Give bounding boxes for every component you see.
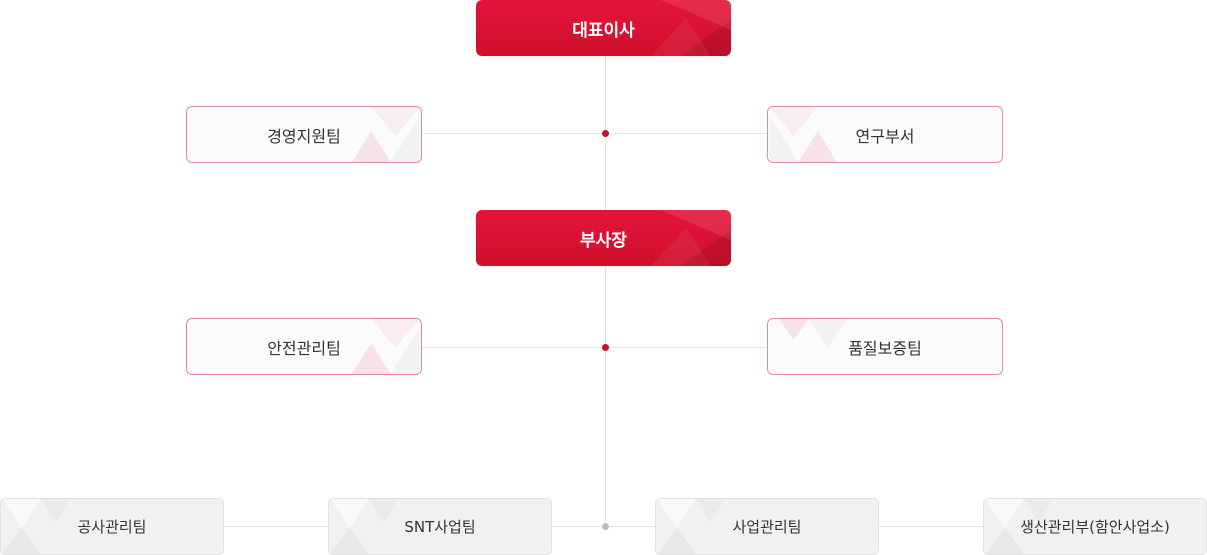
team-label: 사업관리팀	[732, 518, 802, 536]
row2-horizontal-connector	[421, 347, 768, 348]
research-label: 연구부서	[855, 126, 915, 146]
bottom-junction-dot	[602, 523, 609, 530]
box-decoration-icon	[657, 499, 725, 554]
team-label: SNT사업팀	[404, 518, 476, 536]
ceo-box[interactable]: 대표이사	[476, 0, 731, 56]
team-label: 생산관리부(함안사업소)	[1020, 518, 1170, 536]
business-management-box[interactable]: 사업관리팀	[655, 498, 879, 555]
main-vertical-connector	[605, 56, 606, 528]
row1-horizontal-connector	[421, 133, 768, 134]
snt-business-box[interactable]: SNT사업팀	[328, 498, 552, 555]
quality-assurance-box[interactable]: 품질보증팀	[767, 318, 1003, 375]
box-decoration-icon	[651, 210, 731, 266]
production-management-box[interactable]: 생산관리부(함안사업소)	[983, 498, 1207, 555]
box-decoration-icon	[352, 107, 420, 162]
safety-management-label: 안전관리팀	[267, 338, 341, 358]
box-decoration-icon	[2, 499, 70, 554]
row1-junction-dot	[602, 130, 609, 137]
quality-assurance-label: 품질보증팀	[848, 338, 922, 358]
vice-president-box[interactable]: 부사장	[476, 210, 731, 266]
research-box[interactable]: 연구부서	[767, 106, 1003, 163]
box-decoration-icon	[651, 0, 731, 56]
management-support-label: 경영지원팀	[267, 126, 341, 146]
safety-management-box[interactable]: 안전관리팀	[186, 318, 422, 375]
box-decoration-icon	[330, 499, 398, 554]
box-decoration-icon	[769, 107, 837, 162]
box-decoration-icon	[352, 319, 420, 374]
ceo-label: 대표이사	[572, 20, 635, 41]
row2-junction-dot	[602, 344, 609, 351]
construction-management-box[interactable]: 공사관리팀	[0, 498, 224, 555]
box-decoration-icon	[779, 319, 847, 348]
management-support-box[interactable]: 경영지원팀	[186, 106, 422, 163]
team-label: 공사관리팀	[77, 518, 147, 536]
vice-president-label: 부사장	[580, 230, 627, 251]
